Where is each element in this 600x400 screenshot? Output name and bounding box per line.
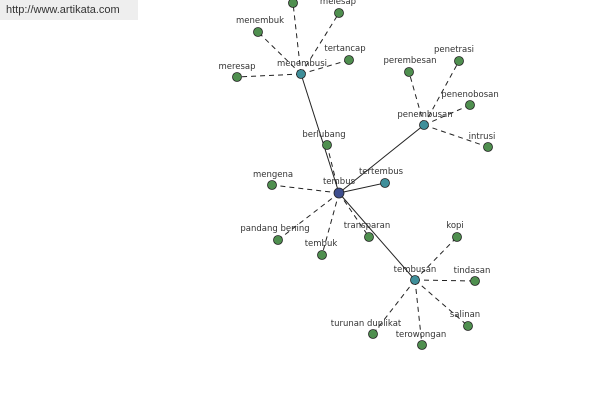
edge-tembusan-kopi bbox=[414, 236, 458, 281]
edge-tembus-tembuk bbox=[321, 192, 340, 256]
node-tertancap[interactable] bbox=[344, 55, 354, 65]
label-salinan: salinan bbox=[450, 310, 480, 320]
node-kopi[interactable] bbox=[452, 232, 462, 242]
edge-tembusan-salinan bbox=[414, 279, 469, 327]
node-menembuk[interactable] bbox=[253, 27, 263, 37]
label-tembusan: tembusan bbox=[394, 265, 437, 275]
node-turunan-duplikat[interactable] bbox=[368, 329, 378, 339]
edge-tembusan-turunan-duplikat bbox=[372, 279, 416, 335]
edge-menembusi-melesap bbox=[300, 12, 340, 75]
node-menembusi[interactable] bbox=[296, 69, 306, 79]
node-tertembus[interactable] bbox=[380, 178, 390, 188]
edge-tembus-mengena bbox=[271, 184, 340, 194]
label-tertembus: tertembus bbox=[359, 167, 404, 177]
node-meresap[interactable] bbox=[232, 72, 242, 82]
node-tembusan[interactable] bbox=[410, 275, 420, 285]
label-meresap: meresap bbox=[218, 62, 255, 72]
node-penenobosan[interactable] bbox=[465, 100, 475, 110]
label-penembusan: penembusan bbox=[397, 110, 452, 120]
edge-tembus-tembusan bbox=[338, 192, 416, 281]
edge-penembusan-penetrasi bbox=[423, 60, 460, 126]
label-menembuk: menembuk bbox=[236, 16, 284, 26]
node-mengena[interactable] bbox=[267, 180, 277, 190]
label-melesap: melesap bbox=[320, 0, 356, 7]
label-terowongan: terowongan bbox=[396, 330, 447, 340]
node-penembusan[interactable] bbox=[419, 120, 429, 130]
node-intrusi[interactable] bbox=[483, 142, 493, 152]
node-terowongan[interactable] bbox=[417, 340, 427, 350]
label-penetrasi: penetrasi bbox=[434, 45, 474, 55]
node-tindasan[interactable] bbox=[470, 276, 480, 286]
edge-penembusan-intrusi bbox=[423, 124, 489, 148]
label-tertancap: tertancap bbox=[324, 44, 365, 54]
node-pandang-bening[interactable] bbox=[273, 235, 283, 245]
edge-tembus-pandang-bening bbox=[277, 192, 340, 241]
node-tembuk[interactable] bbox=[317, 250, 327, 260]
label-transparan: transparan bbox=[344, 221, 391, 231]
label-kopi: kopi bbox=[446, 221, 464, 231]
edge-penembusan-perembesan bbox=[408, 71, 425, 126]
node-melesap[interactable] bbox=[334, 8, 344, 18]
label-tindasan: tindasan bbox=[454, 266, 491, 276]
node-penetrasi[interactable] bbox=[454, 56, 464, 66]
edge-tembusan-terowongan bbox=[414, 279, 423, 346]
edge-tembusan-tindasan bbox=[414, 279, 476, 282]
edge-menembusi-meresap bbox=[236, 73, 302, 78]
edge-menembusi-top-hidden bbox=[292, 2, 302, 75]
edge-menembusi-menembuk bbox=[257, 31, 302, 75]
node-top-hidden[interactable] bbox=[288, 0, 298, 8]
label-tembuk: tembuk bbox=[305, 239, 338, 249]
watermark-url: http://www.artikata.com bbox=[0, 0, 138, 20]
label-penenobosan: penenobosan bbox=[441, 90, 498, 100]
edge-tembus-menembusi bbox=[300, 73, 340, 194]
node-berlubang[interactable] bbox=[322, 140, 332, 150]
label-perembesan: perembesan bbox=[383, 56, 436, 66]
label-pandang-bening: pandang bening bbox=[240, 224, 309, 234]
node-transparan[interactable] bbox=[364, 232, 374, 242]
label-berlubang: berlubang bbox=[302, 130, 345, 140]
edge-tembus-penembusan bbox=[338, 124, 425, 194]
edge-tembus-tertembus bbox=[338, 182, 386, 194]
label-intrusi: intrusi bbox=[469, 132, 496, 142]
label-mengena: mengena bbox=[253, 170, 293, 180]
label-turunan-duplikat: turunan duplikat bbox=[331, 319, 402, 329]
node-tembus[interactable] bbox=[333, 187, 345, 199]
label-tembus: tembus bbox=[323, 177, 356, 187]
node-perembesan[interactable] bbox=[404, 67, 414, 77]
node-salinan[interactable] bbox=[463, 321, 473, 331]
label-menembusi: menembusi bbox=[277, 59, 327, 69]
